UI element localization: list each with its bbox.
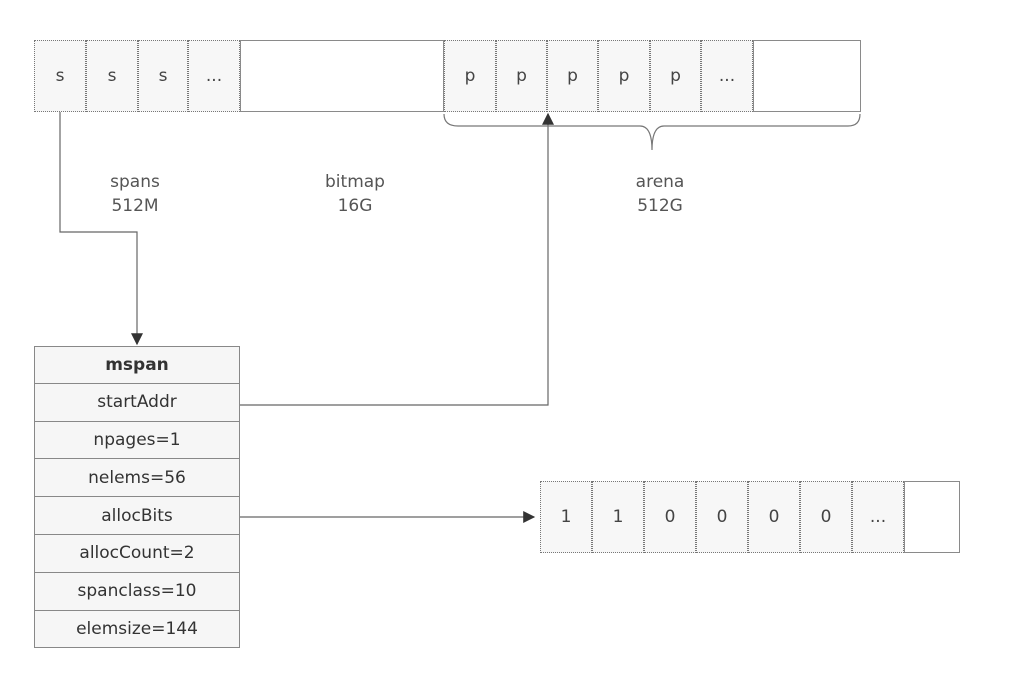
spans-cell: ... <box>188 40 240 112</box>
alloc-bit-cell: 0 <box>644 481 696 553</box>
arena-page-label: p <box>516 66 527 86</box>
arena-page-label: p <box>618 66 630 86</box>
spans-cell: s <box>86 40 138 112</box>
mspan-field-elemsize: elemsize=144 <box>34 610 240 649</box>
mspan-field-startaddr: startAddr <box>34 383 240 422</box>
alloc-bit-value: ... <box>869 507 887 527</box>
alloc-bit-value: 1 <box>560 507 572 527</box>
bitmap-label: bitmap 16G <box>305 170 405 218</box>
mspan-struct: mspan startAddr npages=1 nelems=56 alloc… <box>34 346 240 649</box>
bitmap-region <box>240 40 444 112</box>
arena-title: arena <box>635 172 685 192</box>
spans-cell: s <box>34 40 86 112</box>
mspan-field-spanclass: spanclass=10 <box>34 572 240 611</box>
mspan-field-npages: npages=1 <box>34 421 240 460</box>
arena-page-cell: p <box>547 40 598 112</box>
alloc-bit-cell: 0 <box>748 481 800 553</box>
spans-cell-label: s <box>55 66 65 86</box>
arena-page-cell: p <box>496 40 547 112</box>
arena-remainder <box>753 40 861 112</box>
arena-label: arena 512G <box>610 170 710 218</box>
spans-label: spans 512M <box>85 170 185 218</box>
spans-cell: s <box>138 40 188 112</box>
arena-page-cell: ... <box>701 40 753 112</box>
alloc-bit-cell: 1 <box>592 481 644 553</box>
bitmap-size: 16G <box>337 196 373 216</box>
spans-cell-label: s <box>107 66 117 86</box>
arena-page-label: p <box>464 66 476 86</box>
startaddr-to-arena-arrow <box>240 112 554 406</box>
alloc-bit-cell: 0 <box>696 481 748 553</box>
alloc-bit-value: 0 <box>820 507 832 527</box>
arena-page-label: p <box>567 66 578 86</box>
alloc-bit-cell: ... <box>852 481 904 553</box>
spans-cell-label: s <box>158 66 168 86</box>
spans-size: 512M <box>111 196 159 216</box>
alloc-bit-value: 0 <box>716 507 728 527</box>
spans-title: spans <box>110 172 160 192</box>
alloc-bit-value: 1 <box>612 507 624 527</box>
spans-cell-label: ... <box>205 66 223 86</box>
bitmap-title: bitmap <box>325 172 385 192</box>
arena-size: 512G <box>637 196 683 216</box>
alloc-bit-cell: 0 <box>800 481 852 553</box>
alloc-bit-value: 0 <box>664 507 676 527</box>
arena-page-cell: p <box>598 40 650 112</box>
arena-page-label: p <box>670 66 681 86</box>
spans-to-mspan-arrow <box>59 112 143 346</box>
arena-brace <box>443 113 861 151</box>
alloc-bits-remainder <box>904 481 960 553</box>
arena-page-label: ... <box>718 66 736 86</box>
mspan-field-nelems: nelems=56 <box>34 459 240 498</box>
mspan-field-alloccount: allocCount=2 <box>34 534 240 573</box>
alloc-bit-cell: 1 <box>540 481 592 553</box>
alloc-bit-value: 0 <box>768 507 780 527</box>
arena-page-cell: p <box>650 40 701 112</box>
mspan-field-allocbits: allocBits <box>34 497 240 535</box>
mspan-title: mspan <box>34 346 240 384</box>
arena-page-cell: p <box>444 40 496 112</box>
